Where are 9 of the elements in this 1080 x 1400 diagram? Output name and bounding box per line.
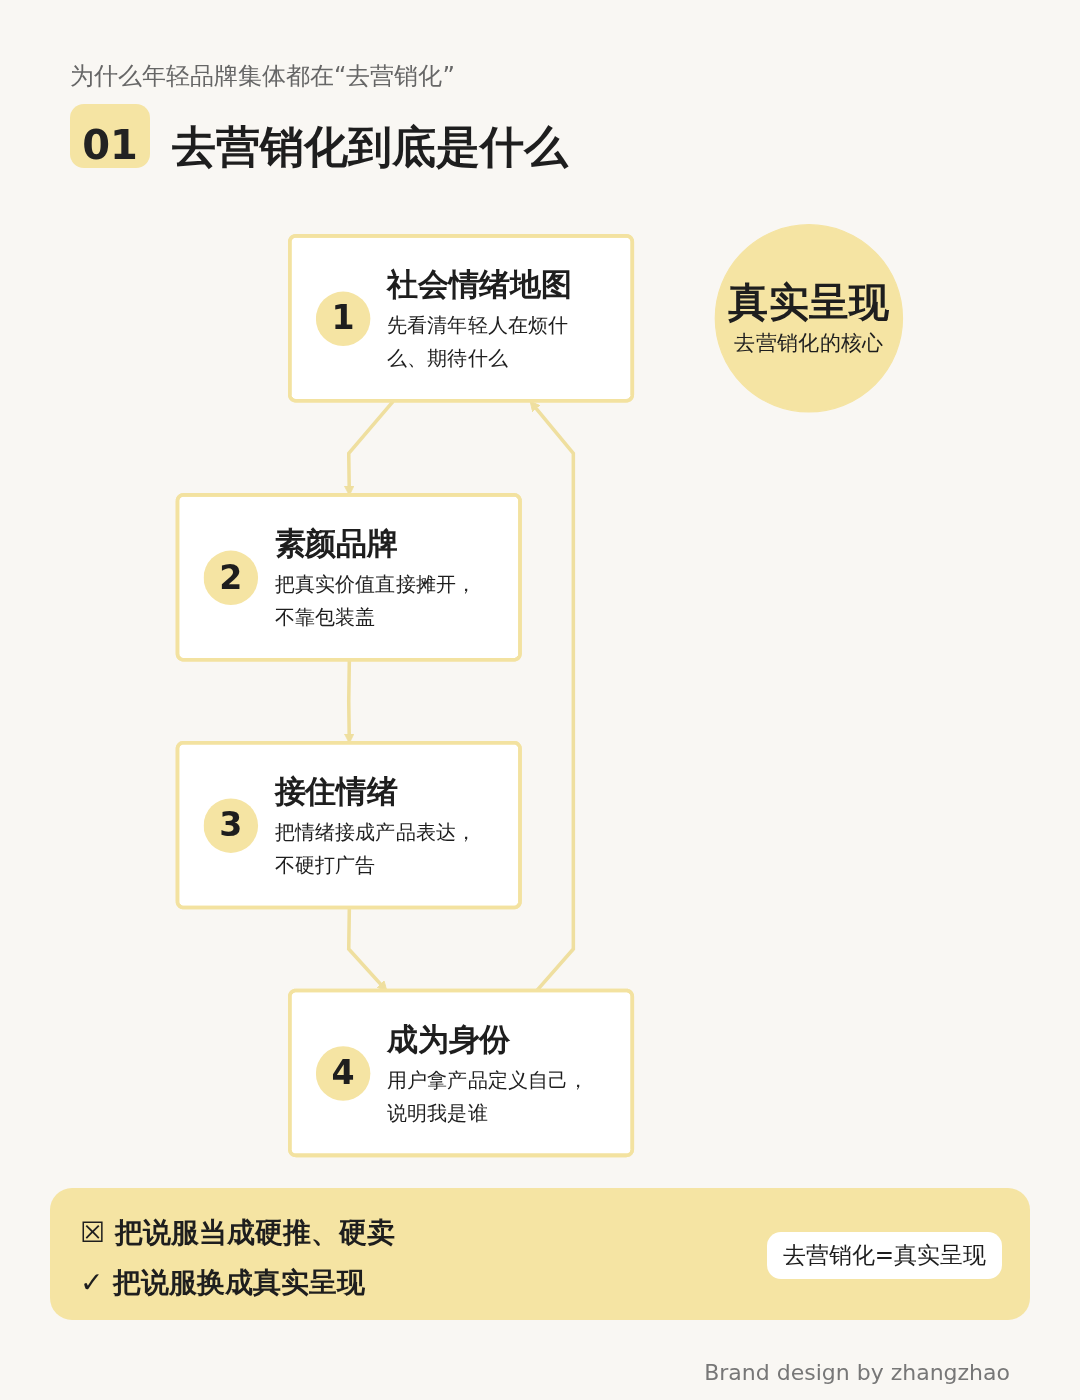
formula-tag: 去营销化=真实呈现 (766, 1232, 1002, 1279)
subtitle-text: 为什么年轻品牌集体都在“去营销化” (70, 61, 455, 92)
summary-line: ☒ 把说服当成硬推、硬卖 (80, 1215, 395, 1251)
section-number-tag: 01 (70, 104, 150, 168)
summary-line: ✓ 把说服换成真实呈现 (80, 1265, 366, 1301)
node-circle (714, 224, 904, 413)
credit-text: Brand design by zhangzhao (704, 1360, 1010, 1385)
page-title: 去营销化到底是什么 (172, 120, 568, 174)
flow-diagram: 1 社会情绪地图 先看清年轻人在烦什么、期待什么 4 成为身份 用户拿产品定义自己，说明我是谁 真实呈现 去营销化的核心 2 素颜品牌 把真实价值直接摊开，不靠包装盖 3 接住情绪 把情绪接成产品表达，不硬打广告 (168, 215, 912, 1165)
